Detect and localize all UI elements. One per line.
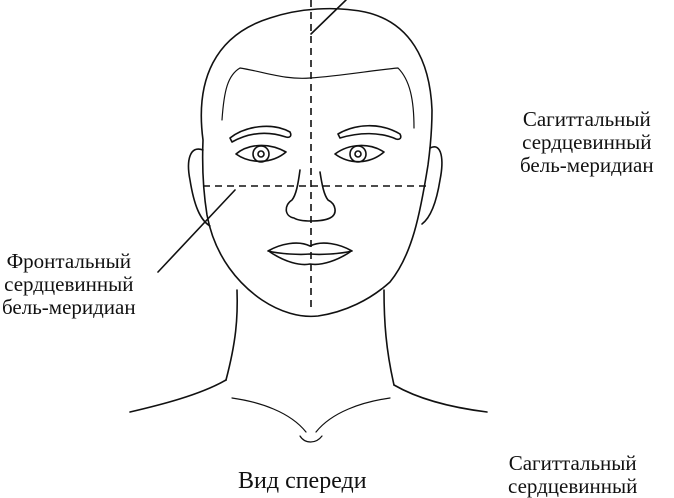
left-shoulder — [129, 379, 227, 413]
left-eyebrow — [229, 125, 292, 143]
figure-caption: Вид спереди — [238, 468, 367, 494]
right-pupil — [354, 150, 362, 158]
neck-right — [383, 289, 395, 386]
sagittal-label-line-1: Сагиттальный — [522, 107, 651, 131]
left-ear — [187, 148, 211, 227]
frontal-label-line-2: сердцевинный — [4, 272, 134, 296]
right-collar — [315, 397, 391, 433]
sagittal-label-line-2: сердцевинный — [522, 130, 652, 154]
left-eye — [235, 144, 287, 163]
left-collar — [231, 397, 307, 433]
head-outline — [200, 7, 433, 318]
sagittal-meridian-label-bottom: Сагиттальный сердцевинный — [508, 452, 637, 498]
right-eyebrow — [337, 124, 402, 141]
right-iris — [349, 145, 367, 163]
sagittal-pointer-line — [310, 0, 347, 35]
sagittal-bottom-line-1: Сагиттальный — [508, 451, 637, 475]
left-iris — [252, 145, 270, 163]
sagittal-bottom-line-2: сердцевинный — [508, 474, 638, 498]
right-eye — [334, 144, 385, 163]
sagittal-label-line-3: бель-меридиан — [520, 153, 654, 177]
sagittal-meridian-label: Сагиттальный сердцевинный бель-меридиан — [520, 108, 654, 177]
left-pupil — [257, 150, 265, 158]
frontal-label-line-3: бель-меридиан — [2, 295, 136, 319]
jugular-notch — [299, 435, 323, 443]
frontal-pointer-line — [157, 189, 236, 273]
hairline — [221, 67, 415, 129]
right-shoulder — [393, 384, 488, 413]
neck-left — [225, 289, 239, 381]
right-ear — [421, 146, 443, 225]
frontal-label-line-1: Фронтальный — [6, 249, 132, 273]
upper-lip — [267, 242, 353, 256]
lower-lip — [269, 251, 351, 266]
frontal-meridian-label: Фронтальный сердцевинный бель-меридиан — [2, 250, 136, 319]
